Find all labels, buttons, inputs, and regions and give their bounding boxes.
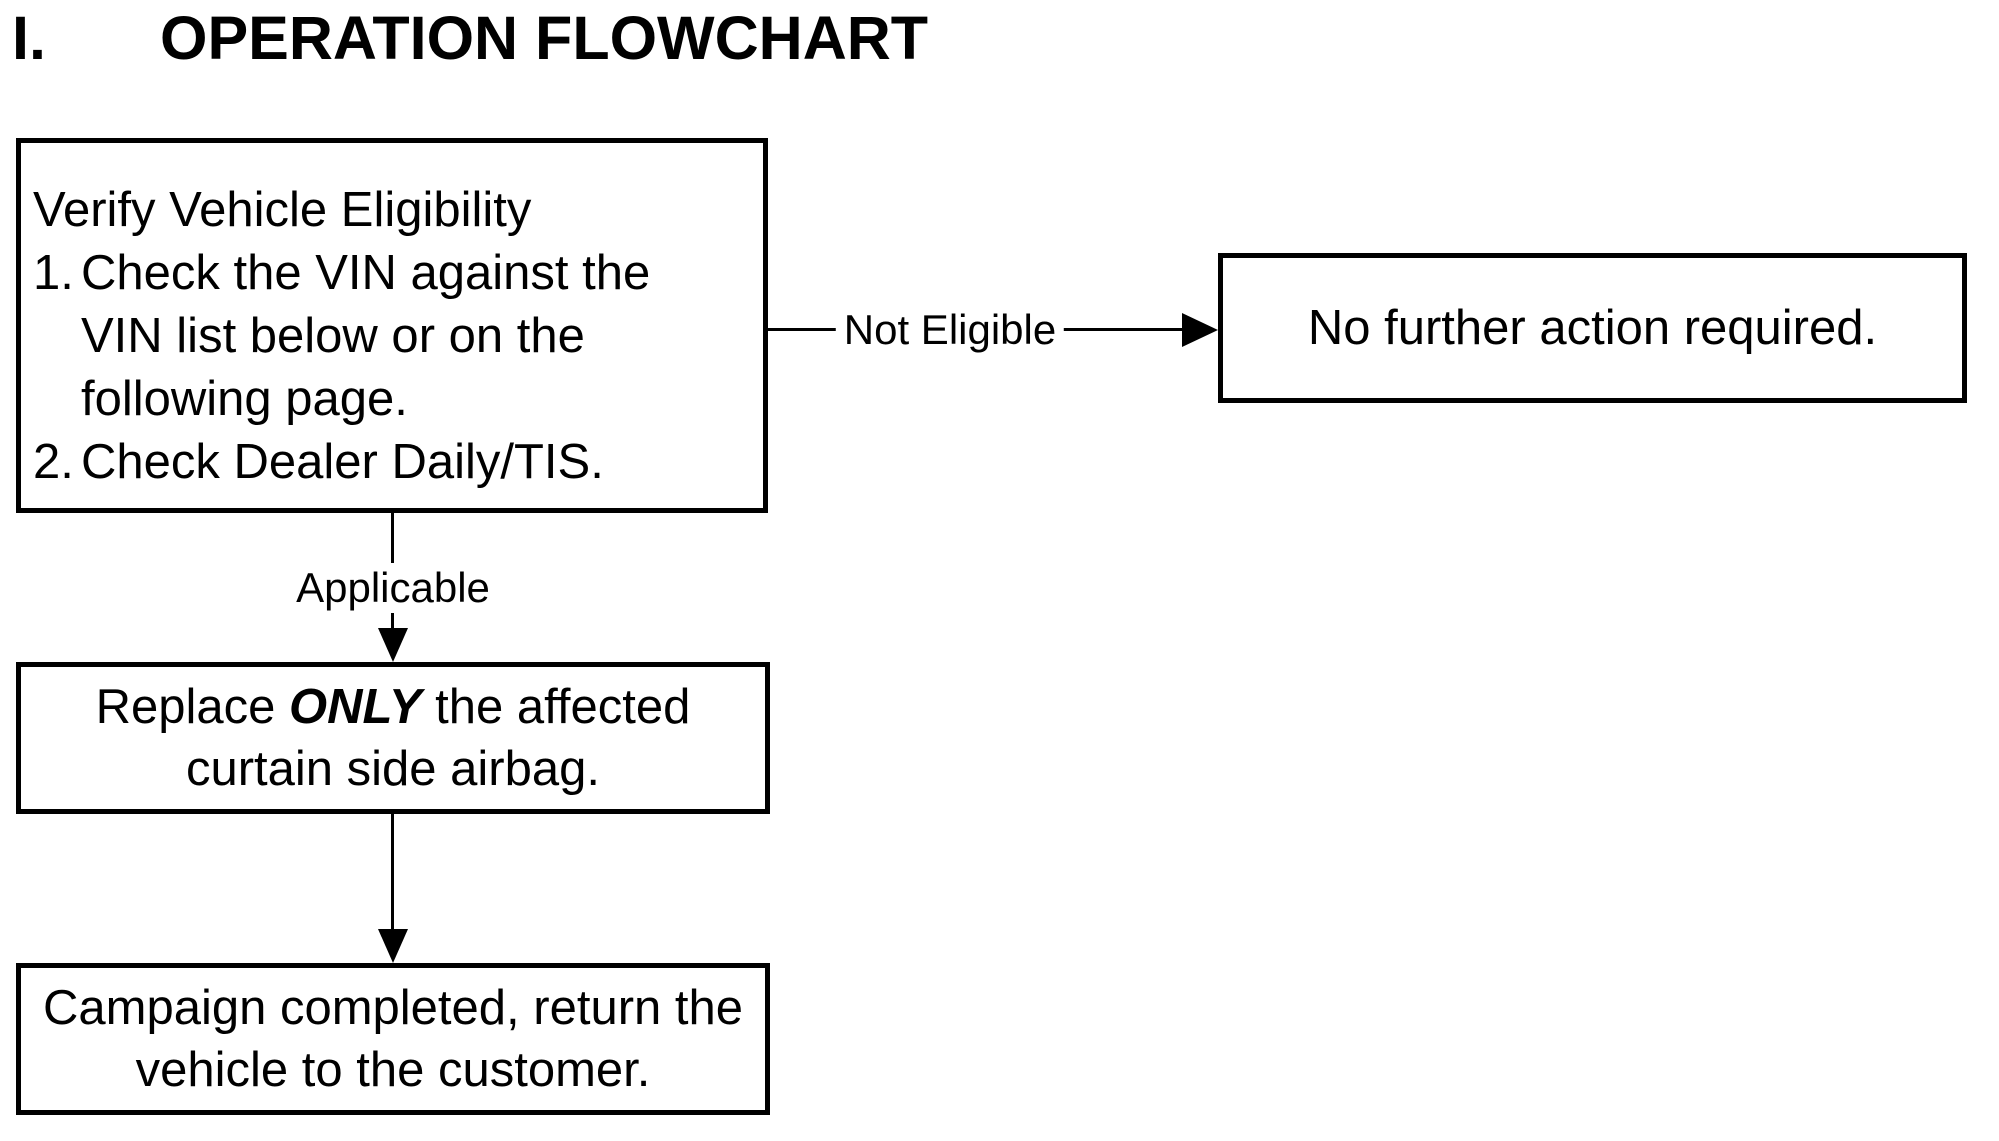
- step-2-number: 2.: [33, 435, 74, 489]
- applicable-label: Applicable: [288, 563, 498, 613]
- verify-step-1: 1.Check the VIN against the: [33, 242, 755, 305]
- complete-connector-line: [391, 813, 394, 933]
- replace-airbag-box: Replace ONLY the affected curtain side a…: [16, 662, 770, 814]
- section-title: I. OPERATION FLOWCHART: [12, 0, 928, 76]
- replace-text-line-1: Replace ONLY the affected: [96, 676, 691, 738]
- complete-text-line-2: vehicle to the customer.: [135, 1043, 651, 1097]
- step-2-text: Check Dealer Daily/TIS.: [81, 435, 604, 489]
- no-action-box: No further action required.: [1218, 253, 1967, 403]
- replace-text-emphasis: ONLY: [289, 680, 422, 734]
- step-1-text-line-3: following page.: [81, 372, 408, 426]
- no-action-text: No further action required.: [1307, 301, 1878, 355]
- step-1-number: 1.: [33, 246, 74, 300]
- replace-text-pre: Replace: [95, 680, 290, 734]
- arrow-down-icon: [378, 929, 408, 963]
- not-eligible-label: Not Eligible: [835, 305, 1065, 355]
- campaign-complete-box: Campaign completed, return the vehicle t…: [16, 963, 770, 1115]
- verify-box-heading: Verify Vehicle Eligibility: [33, 183, 532, 237]
- replace-text-post: the affected: [421, 680, 691, 734]
- verify-eligibility-box: Verify Vehicle Eligibility 1.Check the V…: [16, 138, 768, 513]
- arrow-down-icon: [378, 628, 408, 662]
- verify-step-2: 2.Check Dealer Daily/TIS.: [33, 431, 755, 494]
- page-title: OPERATION FLOWCHART: [160, 4, 929, 72]
- step-1-text-line-2: VIN list below or on the: [81, 309, 585, 363]
- replace-text-line-2: curtain side airbag.: [185, 742, 600, 796]
- step-1-text-line-1: Check the VIN against the: [81, 246, 651, 300]
- complete-text-line-1: Campaign completed, return the: [43, 981, 743, 1035]
- arrow-right-icon: [1182, 313, 1218, 347]
- section-number: I.: [12, 4, 46, 72]
